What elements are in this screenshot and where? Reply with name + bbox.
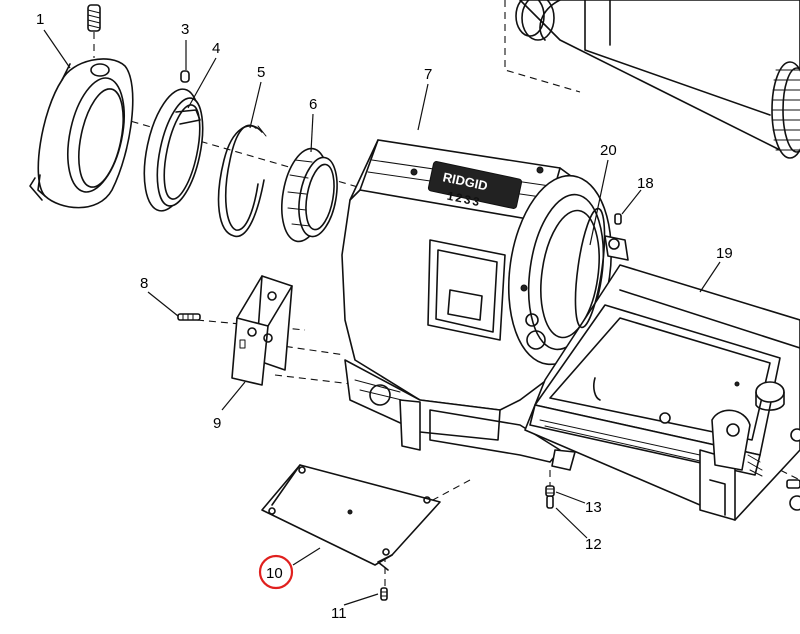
motor-assembly — [515, 0, 800, 159]
callout-6: 6 — [309, 96, 317, 113]
highlight-circle — [258, 554, 294, 590]
callout-4: 4 — [212, 40, 220, 57]
callout-19: 19 — [716, 245, 733, 262]
part-10-cover-plate — [261, 464, 441, 571]
callout-18: 18 — [637, 175, 654, 192]
callout-11: 11 — [331, 605, 347, 622]
part-18-fastener — [604, 213, 629, 261]
callout-3: 3 — [181, 21, 189, 38]
part-5-snap-ring — [217, 124, 267, 237]
callout-10: 10 — [266, 565, 283, 582]
callout-7: 7 — [424, 66, 432, 83]
callout-9: 9 — [213, 415, 221, 432]
part-9-bracket — [231, 275, 293, 386]
part-11-screw — [380, 587, 388, 601]
part-4-retaining-ring — [143, 88, 204, 212]
part-7-main-housing: RIDGID 1233 — [341, 139, 613, 471]
callout-1: 1 — [36, 11, 44, 28]
part-6-bushing — [281, 147, 338, 243]
callout-labels: 1 3 4 5 6 7 8 9 10 11 12 13 18 19 20 — [36, 11, 733, 622]
callout-5: 5 — [257, 64, 265, 81]
set-screw — [87, 4, 101, 32]
callout-12: 12 — [585, 536, 602, 553]
motor-gear — [771, 61, 800, 159]
part-8-screw — [177, 313, 201, 321]
callout-8: 8 — [140, 275, 148, 292]
right-edge-parts — [786, 428, 800, 511]
callout-13: 13 — [585, 499, 602, 516]
part-13-spring — [545, 485, 555, 497]
part-20-seal-ring — [574, 207, 606, 329]
part-1-front-collar — [29, 4, 134, 209]
part-3-pin — [180, 70, 190, 83]
leader-lines — [43, 29, 721, 606]
callout-20: 20 — [600, 142, 617, 159]
part-19-base-tray — [524, 264, 800, 521]
inspection-window — [427, 239, 506, 341]
part-12-pin — [546, 495, 554, 509]
